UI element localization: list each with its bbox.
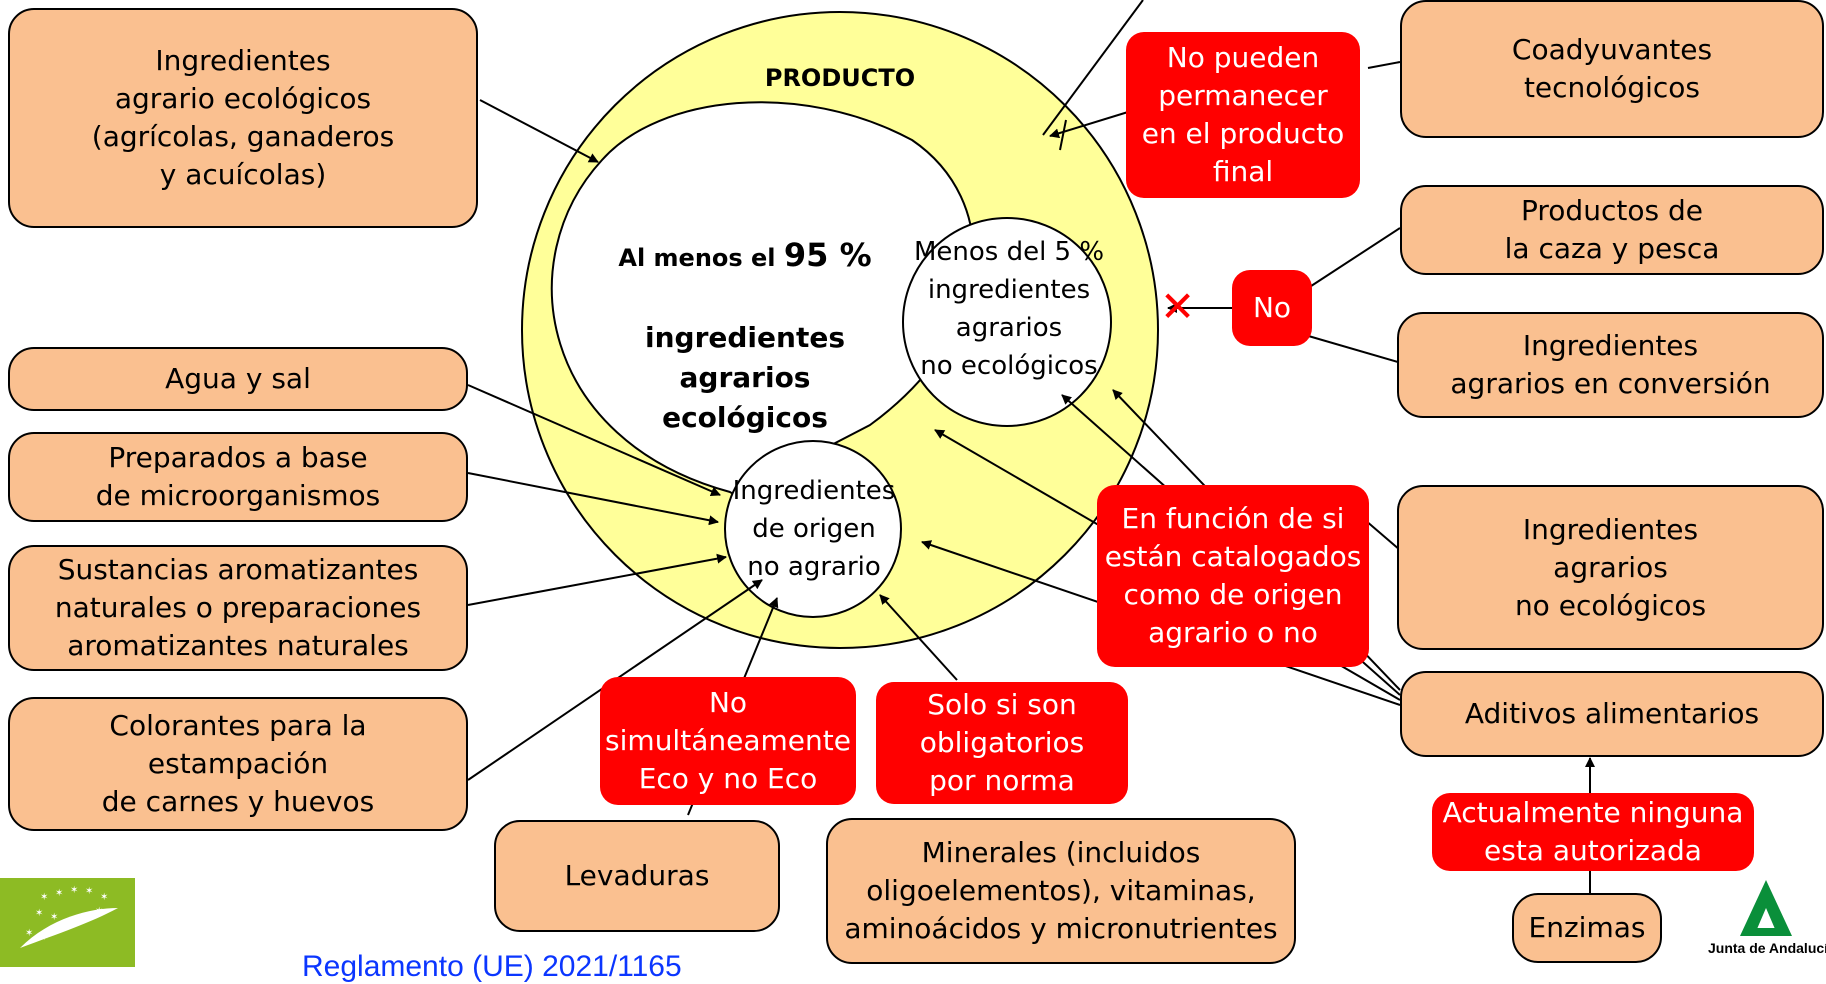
non-eco-circle	[902, 217, 1112, 427]
svg-text:✶: ✶	[40, 892, 48, 903]
alert-cannot-remain: No pueden permanecer en el producto fina…	[1126, 32, 1360, 198]
svg-text:✶: ✶	[100, 892, 108, 903]
center-rest: ingredientes agrarios ecológicos	[645, 321, 845, 434]
box-conversion: Ingredientes agrarios en conversión	[1397, 312, 1824, 418]
box-colourants: Colorantes para la estampación de carnes…	[8, 697, 468, 831]
svg-text:✶: ✶	[70, 885, 78, 896]
center-label: Al menos el 95 % ingredientes agrarios e…	[600, 195, 890, 438]
ring-title: PRODUCTO	[764, 64, 916, 92]
alert-not-simultaneous: No simultáneamente Eco y no Eco	[600, 677, 856, 805]
box-minerals: Minerales (incluidos oligoelementos), vi…	[826, 818, 1296, 964]
box-additives: Aditivos alimentarios	[1400, 671, 1824, 757]
center-prefix: Al menos el	[618, 244, 784, 272]
box-processing-aids: Coadyuvantes tecnológicos	[1400, 0, 1824, 138]
box-eco-ingredients: Ingredientes agrario ecológicos (agrícol…	[8, 8, 478, 228]
box-enzymes: Enzimas	[1512, 893, 1662, 963]
alert-no: No	[1232, 270, 1312, 346]
red-cross-mark: ✕	[1160, 282, 1196, 331]
non-agri-circle	[724, 440, 902, 618]
non-agri-label: Ingredientes de origen no agrario	[732, 476, 896, 582]
box-flavourings: Sustancias aromatizantes naturales o pre…	[8, 545, 468, 671]
non-eco-label: Menos del 5 % ingredientes agrarios no e…	[913, 237, 1105, 381]
alert-only-if-mandatory: Solo si son obligatorios por norma	[876, 682, 1128, 804]
junta-label: Junta de Andalucía	[1708, 940, 1826, 956]
box-yeasts: Levaduras	[494, 820, 780, 932]
svg-text:✶: ✶	[85, 886, 93, 897]
regulation-link[interactable]: Reglamento (UE) 2021/1165	[302, 950, 682, 983]
box-microorganisms: Preparados a base de microorganismos	[8, 432, 468, 522]
alert-catalogued: En función de si están catalogados como …	[1097, 485, 1369, 667]
center-percent: 95 %	[783, 236, 872, 274]
svg-text:✶: ✶	[50, 912, 58, 923]
svg-text:✶: ✶	[35, 908, 43, 919]
eu-organic-logo: ✶✶✶✶✶ ✶✶✶✶✶ ✶✶	[0, 878, 135, 967]
junta-logo	[1740, 880, 1792, 936]
svg-text:✶: ✶	[55, 888, 63, 899]
alert-none-authorised: Actualmente ninguna esta autorizada	[1432, 793, 1754, 871]
box-water-salt: Agua y sal	[8, 347, 468, 411]
box-hunting-fishing: Productos de la caza y pesca	[1400, 185, 1824, 275]
box-non-eco-agri: Ingredientes agrarios no ecológicos	[1397, 485, 1824, 650]
svg-text:✶: ✶	[25, 928, 33, 939]
